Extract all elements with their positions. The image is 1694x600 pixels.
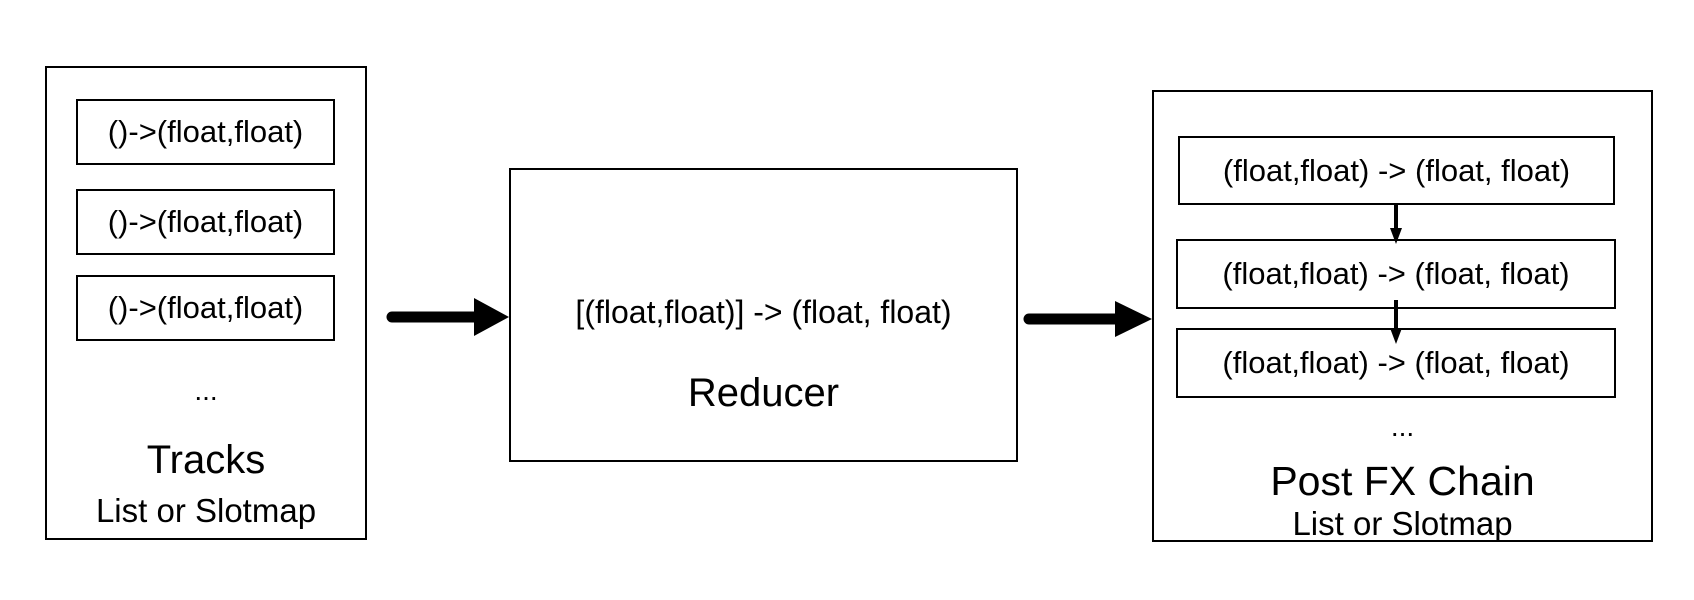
post-fx-ellipsis: ... — [1390, 411, 1415, 442]
fx-item-label: (float,float) -> (float, float) — [1222, 345, 1570, 380]
track-item-label: ()->(float,float) — [107, 114, 304, 149]
track-item: ()->(float,float) — [76, 189, 335, 255]
post-fx-title: Post FX Chain — [1270, 458, 1535, 504]
tracks-ellipsis: ... — [194, 375, 218, 406]
track-item-label: ()->(float,float) — [107, 204, 304, 239]
track-item: ()->(float,float) — [76, 99, 335, 165]
reducer-signature: [(float,float)] -> (float, float) — [575, 294, 952, 330]
reducer-title: Reducer — [687, 371, 840, 415]
fx-item: (float,float) -> (float, float) — [1178, 136, 1615, 205]
tracks-subtitle: List or Slotmap — [95, 492, 317, 529]
track-item: ()->(float,float) — [76, 275, 335, 341]
tracks-title: Tracks — [146, 438, 266, 482]
fx-item: (float,float) -> (float, float) — [1176, 328, 1616, 398]
fx-item-label: (float,float) -> (float, float) — [1222, 256, 1570, 291]
reducer-box — [509, 168, 1018, 462]
post-fx-subtitle: List or Slotmap — [1292, 505, 1513, 542]
arrow-tracks-to-reducer — [386, 298, 509, 336]
track-item-label: ()->(float,float) — [107, 290, 304, 325]
fx-item: (float,float) -> (float, float) — [1176, 239, 1616, 309]
arrow-reducer-to-post-fx — [1023, 301, 1152, 337]
fx-item-label: (float,float) -> (float, float) — [1222, 152, 1571, 188]
